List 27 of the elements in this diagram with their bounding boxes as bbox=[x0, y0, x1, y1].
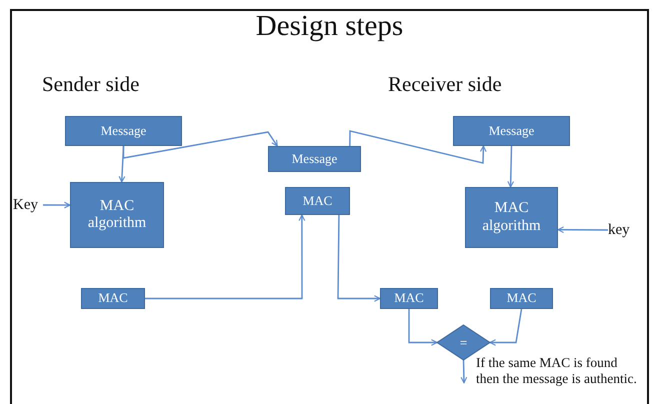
arrow bbox=[489, 308, 522, 346]
arrow bbox=[460, 360, 468, 384]
process-box: MAC bbox=[81, 288, 145, 309]
process-box: MAC bbox=[285, 187, 350, 215]
arrow bbox=[145, 214, 306, 300]
arrow bbox=[349, 130, 487, 164]
process-box: Message bbox=[65, 116, 182, 146]
section-heading: Sender side bbox=[42, 72, 140, 97]
section-heading: Receiver side bbox=[388, 72, 502, 97]
arrow bbox=[118, 146, 126, 183]
process-box: Message bbox=[453, 116, 570, 146]
arrow bbox=[507, 146, 514, 188]
diagram-title: Design steps bbox=[254, 12, 404, 41]
comparison-sign: = bbox=[460, 334, 468, 350]
arrow bbox=[408, 309, 438, 346]
process-box: MAC algorithm bbox=[70, 182, 164, 248]
input-label: key bbox=[608, 221, 630, 239]
process-box: MAC algorithm bbox=[465, 187, 558, 248]
process-box: MAC bbox=[380, 288, 438, 309]
process-box: Message bbox=[268, 146, 361, 172]
process-box: MAC bbox=[490, 288, 553, 309]
arrow bbox=[337, 215, 381, 302]
input-label: Key bbox=[13, 196, 38, 214]
arrow bbox=[557, 226, 608, 234]
arrow bbox=[122, 131, 278, 159]
note-text: If the same MAC is found then the message is authentic. bbox=[464, 355, 642, 403]
arrow bbox=[43, 202, 71, 208]
